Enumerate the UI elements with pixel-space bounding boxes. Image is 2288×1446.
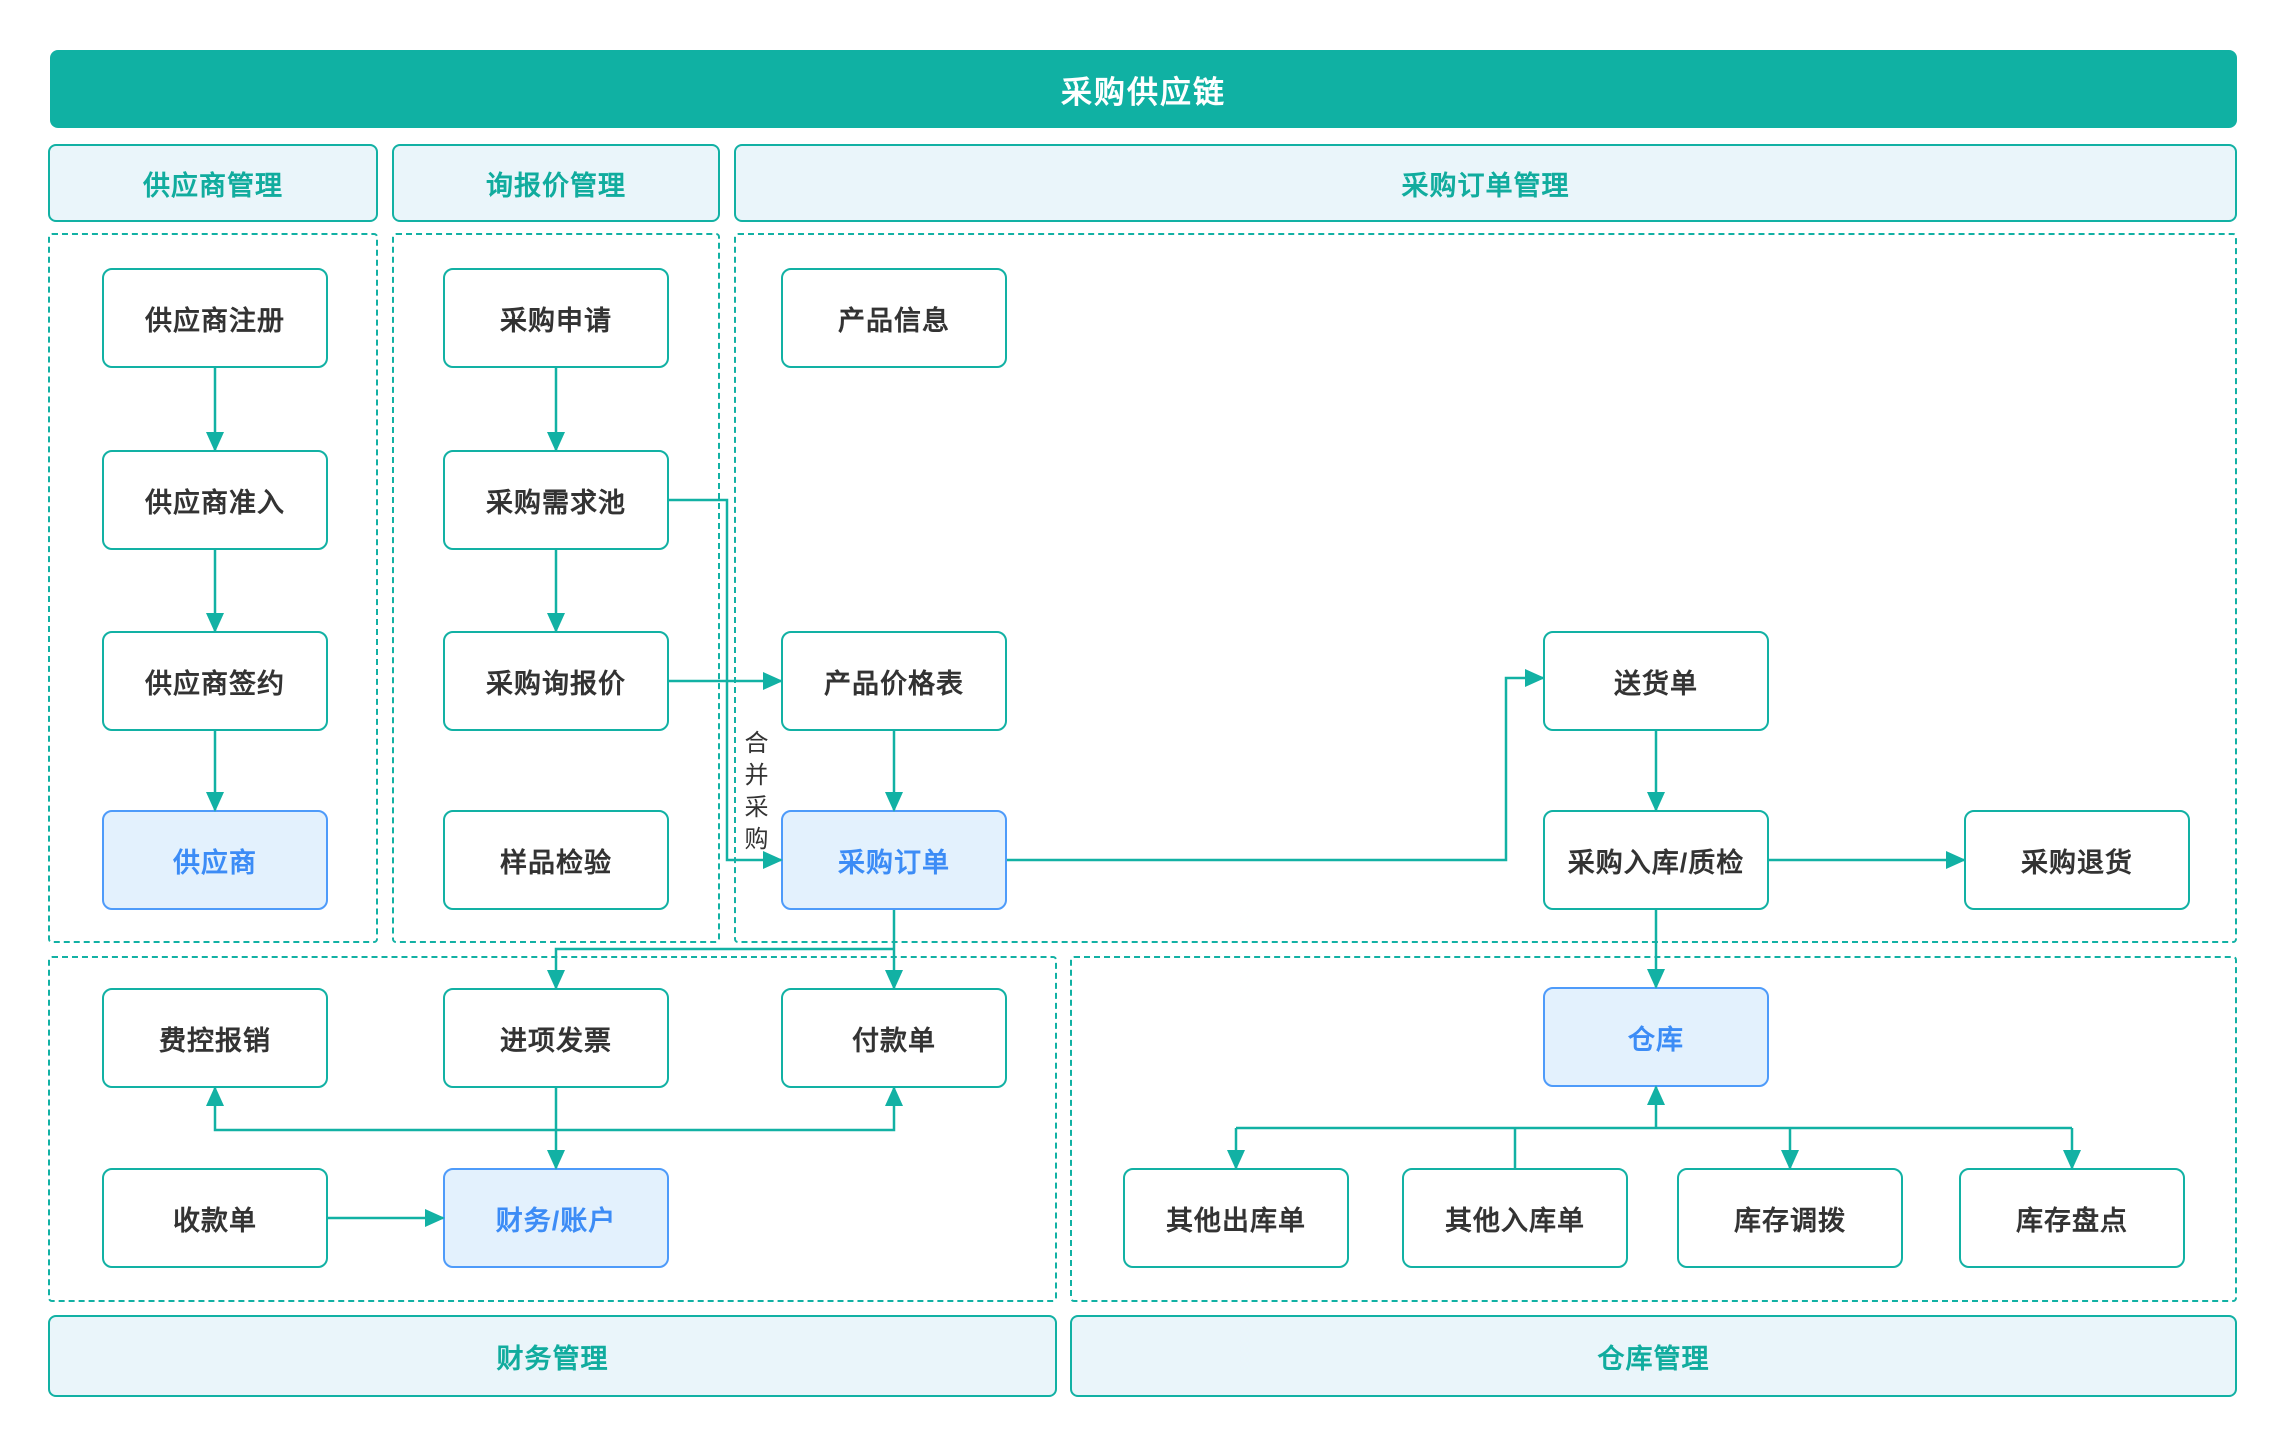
- node-supplier-register[interactable]: 供应商注册: [102, 268, 328, 368]
- node-input-invoice[interactable]: 进项发票: [443, 988, 669, 1088]
- node-other-outbound[interactable]: 其他出库单: [1123, 1168, 1349, 1268]
- node-finance-account[interactable]: 财务/账户: [443, 1168, 669, 1268]
- node-demand-pool[interactable]: 采购需求池: [443, 450, 669, 550]
- diagram-title: 采购供应链: [50, 50, 2237, 128]
- header-supplier-mgmt: 供应商管理: [48, 144, 378, 222]
- node-stock-count[interactable]: 库存盘点: [1959, 1168, 2185, 1268]
- header-finance-mgmt: 财务管理: [48, 1315, 1057, 1397]
- node-stock-transfer[interactable]: 库存调拨: [1677, 1168, 1903, 1268]
- container-warehouse-area: [1070, 956, 2237, 1302]
- node-receipt-note[interactable]: 收款单: [102, 1168, 328, 1268]
- node-supplier-sign[interactable]: 供应商签约: [102, 631, 328, 731]
- node-price-list[interactable]: 产品价格表: [781, 631, 1007, 731]
- node-sample-inspection[interactable]: 样品检验: [443, 810, 669, 910]
- node-purchase-return[interactable]: 采购退货: [1964, 810, 2190, 910]
- node-payment-note[interactable]: 付款单: [781, 988, 1007, 1088]
- node-expense-claim[interactable]: 费控报销: [102, 988, 328, 1088]
- node-rfq[interactable]: 采购询报价: [443, 631, 669, 731]
- node-warehouse[interactable]: 仓库: [1543, 987, 1769, 1087]
- node-supplier-access[interactable]: 供应商准入: [102, 450, 328, 550]
- node-product-info[interactable]: 产品信息: [781, 268, 1007, 368]
- node-supplier[interactable]: 供应商: [102, 810, 328, 910]
- node-receipt-qc[interactable]: 采购入库/质检: [1543, 810, 1769, 910]
- container-supplier-area: [48, 233, 378, 943]
- node-purchase-order[interactable]: 采购订单: [781, 810, 1007, 910]
- container-finance-area: [48, 956, 1057, 1302]
- header-purchase-mgmt: 采购订单管理: [734, 144, 2237, 222]
- header-warehouse-mgmt: 仓库管理: [1070, 1315, 2237, 1397]
- node-purchase-request[interactable]: 采购申请: [443, 268, 669, 368]
- node-other-inbound[interactable]: 其他入库单: [1402, 1168, 1628, 1268]
- node-delivery-note[interactable]: 送货单: [1543, 631, 1769, 731]
- header-inquiry-mgmt: 询报价管理: [392, 144, 720, 222]
